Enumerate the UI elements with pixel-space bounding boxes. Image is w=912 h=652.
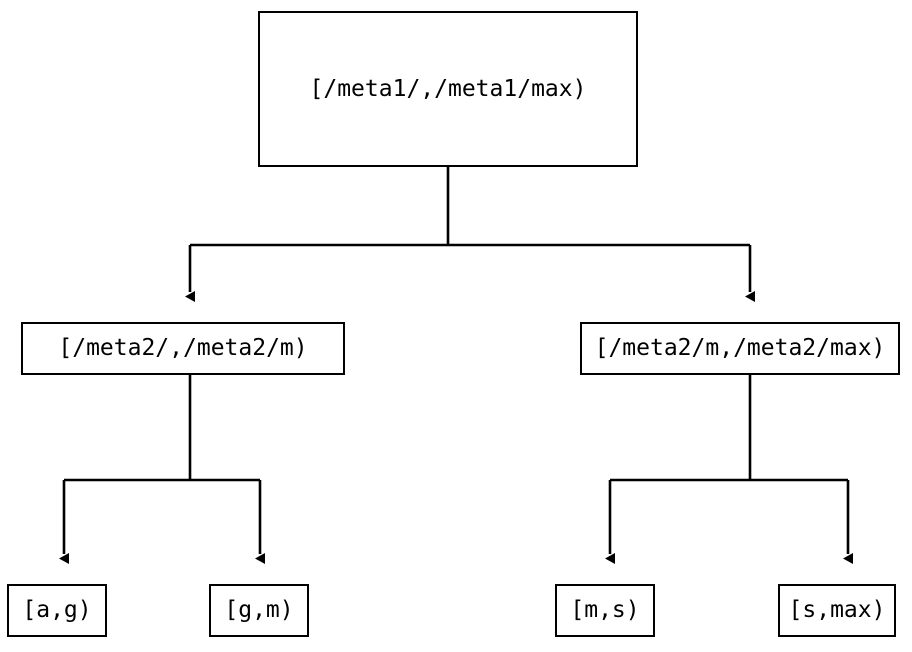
- tree-node-leaf-s-max[interactable]: [s,max): [778, 584, 896, 637]
- tree-node-root[interactable]: [/meta1/,/meta1/max): [258, 11, 638, 167]
- tree-node-leaf-m-s[interactable]: [m,s): [555, 584, 655, 637]
- tree-node-label: [/meta2/m,/meta2/max): [594, 335, 886, 361]
- tree-node-label: [a,g): [22, 597, 92, 623]
- tree-node-mid-right[interactable]: [/meta2/m,/meta2/max): [580, 322, 900, 375]
- tree-node-label: [/meta1/,/meta1/max): [309, 75, 587, 102]
- tree-node-leaf-a-g[interactable]: [a,g): [7, 584, 107, 637]
- tree-node-label: [m,s): [570, 597, 640, 623]
- tree-node-label: [/meta2/,/meta2/m): [58, 335, 308, 361]
- tree-node-mid-left[interactable]: [/meta2/,/meta2/m): [21, 322, 345, 375]
- tree-node-label: [g,m): [224, 597, 294, 623]
- tree-node-leaf-g-m[interactable]: [g,m): [209, 584, 309, 637]
- tree-node-label: [s,max): [788, 597, 886, 623]
